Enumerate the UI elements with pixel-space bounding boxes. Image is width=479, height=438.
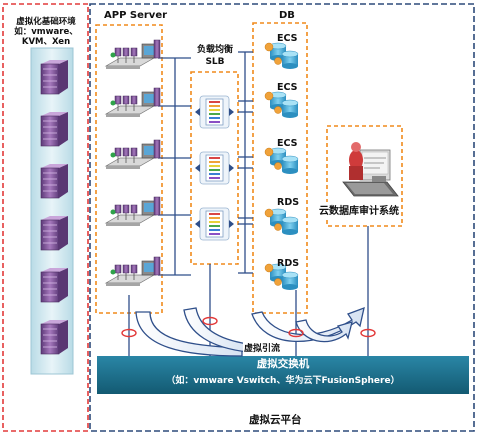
app-server-title: APP Server	[104, 10, 168, 21]
slb-units	[195, 95, 234, 241]
rack-servers	[40, 60, 68, 355]
db-node-label: RDS	[277, 258, 300, 269]
virtualization-env-frame	[2, 3, 89, 432]
mirror-label: 虚拟引流	[243, 341, 282, 354]
db-cylinder-icon	[264, 42, 299, 69]
db-node-label: ECS	[277, 138, 298, 149]
audit-system-label: 云数据库审计系统	[319, 202, 399, 217]
virtual-switch-subtitle: （如：vmware Vswitch、华为云下FusionSphere）	[166, 376, 400, 386]
cloud-platform-frame	[89, 3, 475, 432]
rack-server-icon	[40, 164, 68, 199]
app-server-icon	[104, 39, 161, 69]
db-cylinder-icon	[264, 147, 299, 174]
app-server-icon	[104, 87, 161, 117]
mirror-arrows	[135, 306, 365, 357]
app-server-icon	[104, 256, 161, 286]
db-node-label: ECS	[277, 82, 298, 93]
db-title: DB	[279, 10, 295, 21]
db-node-label: ECS	[277, 33, 298, 44]
load-balancer-icon	[195, 151, 234, 185]
rack-server-icon	[40, 216, 68, 251]
virtualization-env-line1: 虚拟化基础环境	[16, 17, 76, 27]
db-node-label: RDS	[277, 197, 300, 208]
db-cylinder-icon	[264, 208, 299, 235]
virtualization-env-line2: 如：vmware、	[14, 27, 78, 37]
load-balancer-icon	[195, 95, 234, 129]
virtualization-env-line3: KVM、Xen	[21, 37, 71, 47]
rack-server-icon	[40, 268, 68, 303]
rack-server-icon	[40, 60, 68, 95]
slb-title: 负载均衡 SLB	[193, 44, 237, 68]
server-rack	[30, 47, 74, 375]
app-servers	[104, 39, 161, 286]
slb-title-line1: 负载均衡	[196, 45, 233, 55]
db-nodes	[264, 42, 299, 290]
app-server-icon	[104, 196, 161, 226]
db-cylinder-icon	[264, 263, 299, 290]
cloud-platform-label: 虚拟云平台	[249, 414, 302, 426]
virtual-switch-title: 虚拟交换机	[256, 358, 310, 370]
audit-frame	[326, 125, 403, 227]
virtual-switch-bar	[97, 356, 469, 394]
db-cylinder-icon	[264, 91, 299, 118]
slb-title-line2: SLB	[205, 57, 225, 67]
load-balancer-icon	[195, 207, 234, 241]
rack-server-icon	[40, 320, 68, 355]
app-server-icon	[104, 139, 161, 169]
audit-system-icon	[342, 142, 399, 197]
tap-points	[121, 316, 376, 338]
virtualization-env-label: 虚拟化基础环境 如：vmware、 KVM、Xen	[5, 17, 87, 47]
rack-server-icon	[40, 112, 68, 147]
